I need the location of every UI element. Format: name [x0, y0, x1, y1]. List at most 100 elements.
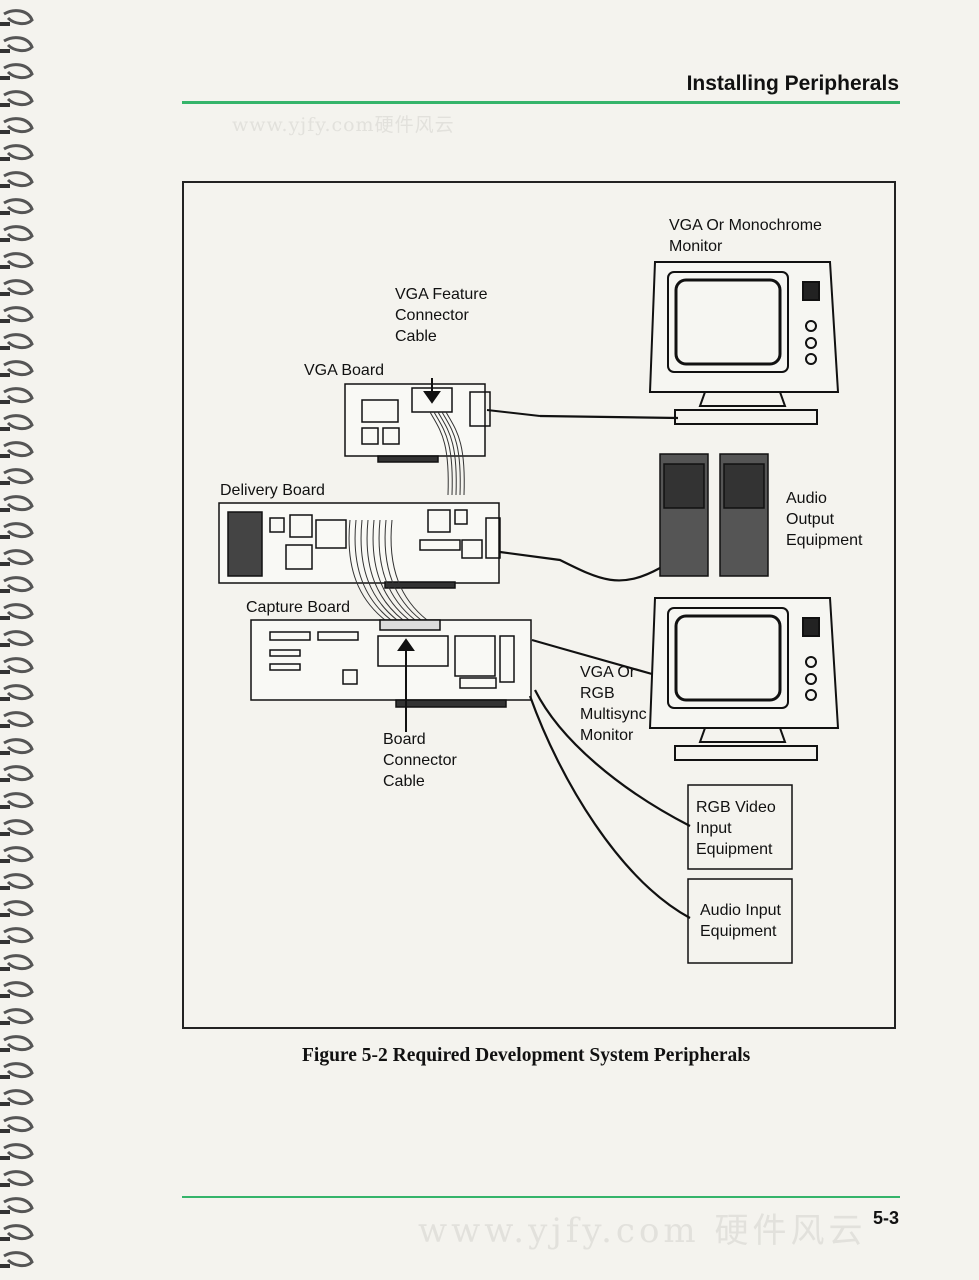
binding-coil [3, 9, 34, 26]
binding-coil [3, 873, 34, 890]
binding-hole [0, 238, 10, 242]
label-capture-board: Capture Board [246, 599, 351, 616]
vga-monochrome-monitor-illustration [648, 261, 840, 425]
binding-coil [3, 1197, 34, 1214]
binding-hole [0, 454, 10, 458]
binding-coil [3, 63, 34, 80]
binding-coil [3, 981, 34, 998]
binding-hole [0, 859, 10, 863]
binding-hole [0, 157, 10, 161]
binding-hole [0, 616, 10, 620]
binding-hole [0, 805, 10, 809]
capture-board-illustration [250, 619, 532, 708]
binding-hole [0, 265, 10, 269]
binding-hole [0, 184, 10, 188]
page-number: 5-3 [872, 1208, 899, 1228]
label-audio-input-equipment: Audio Input Equipment [700, 902, 781, 940]
binding-coil [3, 522, 34, 539]
binding-hole [0, 535, 10, 539]
binding-hole [0, 724, 10, 728]
binding-hole [0, 1183, 10, 1187]
binding-hole [0, 967, 10, 971]
binding-hole [0, 940, 10, 944]
binding-hole [0, 751, 10, 755]
binding-coil [3, 711, 34, 728]
delivery-ribbon-cable [348, 519, 428, 621]
binding-hole [0, 1129, 10, 1133]
binding-coil [3, 792, 34, 809]
binding-hole [0, 1021, 10, 1025]
binding-coil [3, 819, 34, 836]
binding-coil [3, 738, 34, 755]
footer-rule [182, 1196, 900, 1198]
section-title: Installing Peripherals [686, 72, 899, 95]
binding-hole [0, 994, 10, 998]
watermark-bottom: www.yjfy.com 硬件风云 [418, 1211, 867, 1251]
binding-hole [0, 508, 10, 512]
figure-caption: Figure 5-2 Required Development System P… [302, 1045, 751, 1066]
binding-hole [0, 886, 10, 890]
binding-hole [0, 778, 10, 782]
figure-frame [182, 181, 896, 1029]
binding-coil [3, 1116, 34, 1133]
vga-ribbon-cable [429, 411, 465, 496]
binding-hole [0, 22, 10, 26]
binding-coil [3, 1251, 34, 1268]
binding-hole [0, 373, 10, 377]
label-vga-feature-connector-cable: VGA Feature Connector Cable [395, 286, 488, 345]
input-equipment-boxes [687, 784, 793, 964]
binding-coil [3, 1035, 34, 1052]
binding-coil [3, 1008, 34, 1025]
binding-hole [0, 49, 10, 53]
binding-hole [0, 670, 10, 674]
binding-hole [0, 103, 10, 107]
vga-board-illustration [344, 383, 541, 463]
label-vga-monochrome-monitor: VGA Or Monochrome Monitor [669, 217, 822, 255]
binding-coil [3, 387, 34, 404]
binding-hole [0, 643, 10, 647]
binding-coil [3, 117, 34, 134]
binding-hole [0, 832, 10, 836]
binding-coil [3, 576, 34, 593]
binding-hole [0, 211, 10, 215]
binding-coil [3, 1143, 34, 1160]
delivery-board-illustration [218, 502, 501, 589]
binding-hole [0, 562, 10, 566]
binding-hole [0, 346, 10, 350]
binding-hole [0, 1156, 10, 1160]
binding-hole [0, 76, 10, 80]
binding-coil [3, 333, 34, 350]
binding-coil [3, 468, 34, 485]
label-rgb-multisync-monitor: VGA Or RGB Multisync Monitor [580, 664, 647, 744]
binding-coil [3, 495, 34, 512]
binding-hole [0, 1102, 10, 1106]
binding-coil [3, 1170, 34, 1187]
binding-hole [0, 427, 10, 431]
binding-coil [3, 927, 34, 944]
label-vga-board: VGA Board [304, 362, 385, 379]
binding-coil [3, 279, 34, 296]
binding-hole [0, 292, 10, 296]
binding-hole [0, 1048, 10, 1052]
binding-coil [3, 225, 34, 242]
spiral-binding [0, 9, 34, 1268]
binding-coil [3, 306, 34, 323]
binding-hole [0, 400, 10, 404]
binding-coil [3, 765, 34, 782]
binding-coil [3, 846, 34, 863]
binding-hole [0, 319, 10, 323]
callout-arrows [397, 378, 441, 732]
peripheral-cables [499, 414, 691, 919]
binding-coil [3, 360, 34, 377]
binding-coil [3, 684, 34, 701]
binding-hole [0, 697, 10, 701]
label-board-connector-cable: Board Connector Cable [383, 731, 457, 790]
binding-hole [0, 589, 10, 593]
binding-hole [0, 130, 10, 134]
binding-coil [3, 549, 34, 566]
label-delivery-board: Delivery Board [220, 482, 325, 499]
binding-coil [3, 1062, 34, 1079]
binding-coil [3, 603, 34, 620]
watermark-top: www.yjfy.com硬件风云 [232, 114, 455, 136]
